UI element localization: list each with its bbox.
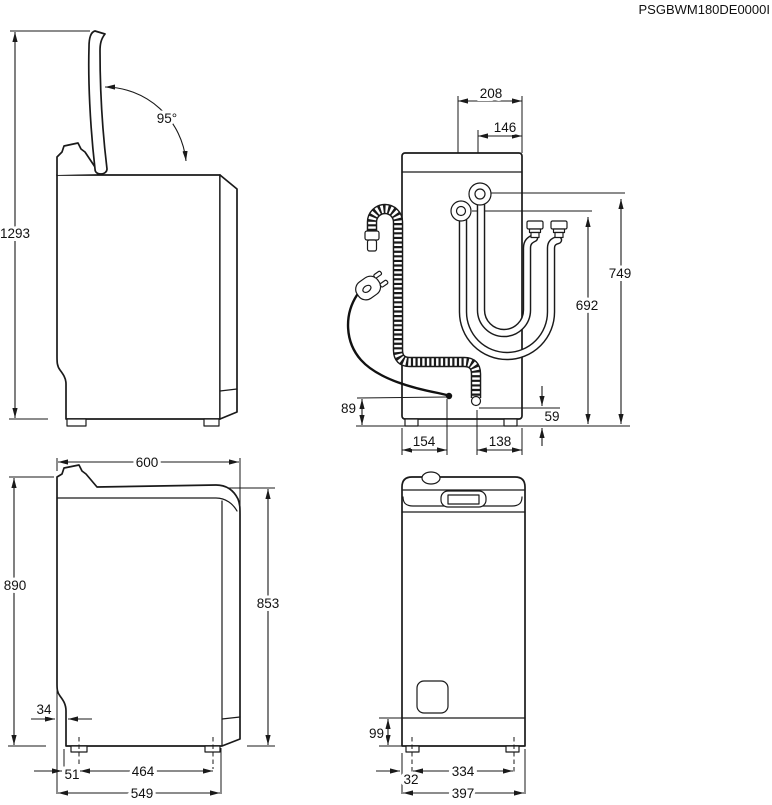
drain-hose	[364, 203, 482, 407]
washer-side-closed-outline	[56, 464, 241, 747]
program-knob	[421, 471, 441, 485]
dim-34-label: 34	[36, 702, 52, 717]
dimension-hose-heights: 749 692	[573, 199, 634, 424]
dim-890-label: 890	[4, 578, 27, 593]
cord-end-reference	[356, 396, 448, 399]
control-display	[447, 494, 480, 505]
panel-bottom-seam	[219, 388, 238, 392]
front-panel-bottom-seam	[221, 716, 241, 720]
dimension-rear-height: 890	[1, 476, 54, 747]
lid-angle-annotation: 95°	[104, 84, 188, 162]
dim-59-label: 59	[544, 409, 559, 424]
dim-89-label: 89	[341, 401, 356, 416]
washer-front-panel-edge	[219, 174, 238, 420]
drain-hose-fitting	[364, 230, 380, 241]
hose-fitting-left	[526, 220, 544, 239]
dimension-drain-clearance: 59	[539, 386, 563, 446]
lid-front-section-latch	[56, 142, 99, 176]
dim-208-label: 208	[480, 86, 503, 101]
dimension-front-height: 853	[220, 487, 282, 747]
dim-154-label: 154	[413, 434, 436, 449]
dimension-overall-depth: 600	[56, 452, 241, 508]
rear-right-foot	[503, 418, 518, 427]
right-foot	[505, 745, 520, 753]
dimension-plinth-height: 99	[366, 717, 402, 747]
open-lid-blade	[87, 30, 108, 175]
rear-foot	[66, 418, 87, 427]
dim-51-label: 51	[64, 767, 79, 782]
drawing-code: PSGBWM180DE0000I	[638, 2, 770, 17]
rear-view-connections: 208 146	[338, 83, 634, 455]
lid-angle-label: 95°	[157, 111, 177, 126]
hose-fitting-right	[550, 220, 568, 239]
drain-hose-fitting-tip	[366, 239, 378, 252]
dim-692-label: 692	[576, 298, 599, 313]
washer-side-body-outline	[56, 174, 221, 420]
dimension-cord-height: 89	[338, 398, 365, 425]
washer-front-outline	[401, 476, 526, 747]
dimension-front-feet: 32 334 397	[376, 749, 526, 804]
dim-334-label: 334	[452, 764, 475, 779]
dim-397-label: 397	[452, 786, 475, 800]
dim-32-label: 32	[403, 772, 418, 787]
dim-749-label: 749	[609, 266, 632, 281]
power-plug-icon	[355, 270, 389, 301]
power-cord	[346, 270, 453, 400]
side-view-lid-open: 1293 95°	[0, 30, 238, 427]
lid-body-seam	[56, 497, 238, 512]
dimension-foot-positions: 51 464 549	[34, 683, 222, 804]
dimension-plinth-recess: 34	[31, 699, 92, 722]
dim-146-label: 146	[494, 120, 517, 135]
dim-853-label: 853	[257, 596, 280, 611]
dim-549-label: 549	[131, 786, 154, 800]
side-view-closed: 600 890 853 34	[1, 452, 283, 804]
dim-600-label: 600	[136, 455, 159, 470]
front-view: 99 32 334 397	[366, 471, 526, 804]
dim-99-label: 99	[369, 726, 384, 741]
front-foot	[203, 418, 220, 427]
cord-end-point	[445, 392, 453, 400]
dim-464-label: 464	[132, 764, 155, 779]
dim-138-label: 138	[489, 434, 512, 449]
rear-left-foot	[404, 418, 419, 427]
dimension-overall-height-open: 1293	[0, 30, 90, 420]
inlet-hoses	[450, 182, 568, 361]
drain-filter-door	[416, 680, 449, 714]
dim-1293-label: 1293	[0, 226, 30, 241]
dimension-bottom-offsets: 154 138	[402, 431, 522, 453]
drain-hose-end	[470, 395, 482, 407]
